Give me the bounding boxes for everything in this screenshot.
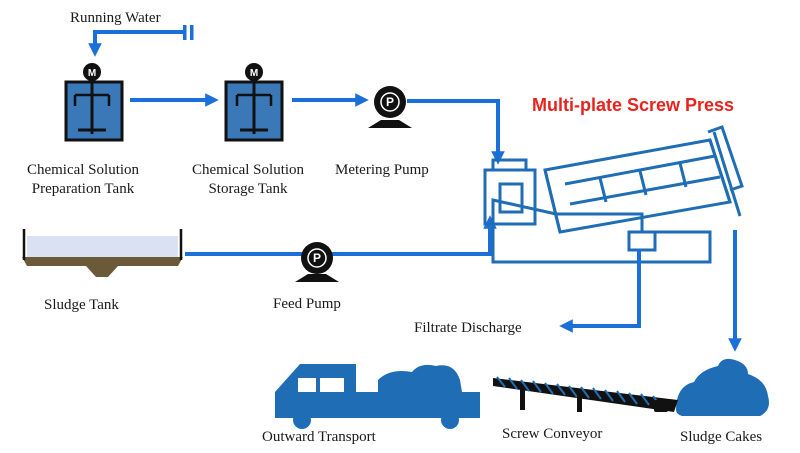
prep-tank-label-line1: Chemical Solution — [27, 162, 140, 178]
storage-tank — [224, 63, 284, 142]
sludge-feed-pipe — [185, 215, 497, 256]
sludge-tank-label: Sludge Tank — [44, 297, 119, 313]
feed-pump-letter: P — [313, 251, 321, 265]
filtrate-pipe — [559, 250, 641, 333]
preparation-tank — [64, 63, 124, 142]
metering-pump-label: Metering Pump — [335, 162, 429, 178]
sludge-tank — [22, 229, 183, 277]
pump-to-press-pipe — [407, 99, 505, 165]
metering-pump-letter: P — [386, 95, 394, 109]
storage-tank-label-line1: Chemical Solution — [192, 162, 305, 178]
storage-tank-motor-letter: M — [250, 68, 258, 79]
sludge-cakes-label: Sludge Cakes — [680, 429, 762, 445]
pump-icon — [301, 242, 333, 274]
running-water-pipe — [88, 30, 183, 57]
truck-window — [320, 378, 344, 392]
diagram-title: Multi-plate Screw Press — [532, 95, 734, 115]
storage-tank-label-line2: Storage Tank — [208, 181, 288, 197]
screw-press — [483, 125, 744, 264]
outward-transport-label: Outward Transport — [262, 429, 377, 445]
prep-tank-motor-letter: M — [88, 68, 96, 79]
screw-conveyor-label: Screw Conveyor — [502, 426, 602, 442]
feed-pump — [295, 242, 339, 282]
filtrate-discharge-label: Filtrate Discharge — [414, 320, 522, 336]
running-water-label: Running Water — [70, 10, 161, 26]
metering-pump — [368, 86, 412, 128]
running-water-valve — [183, 25, 194, 40]
sludge-cakes — [676, 358, 769, 416]
truck-window — [298, 378, 316, 392]
pump-icon — [374, 86, 406, 118]
truck — [275, 364, 480, 429]
motor-icon — [245, 63, 263, 81]
feed-pump-label: Feed Pump — [273, 296, 341, 312]
prep-tank-label-line2: Preparation Tank — [32, 181, 135, 197]
screw-conveyor — [493, 376, 678, 412]
motor-icon — [83, 63, 101, 81]
